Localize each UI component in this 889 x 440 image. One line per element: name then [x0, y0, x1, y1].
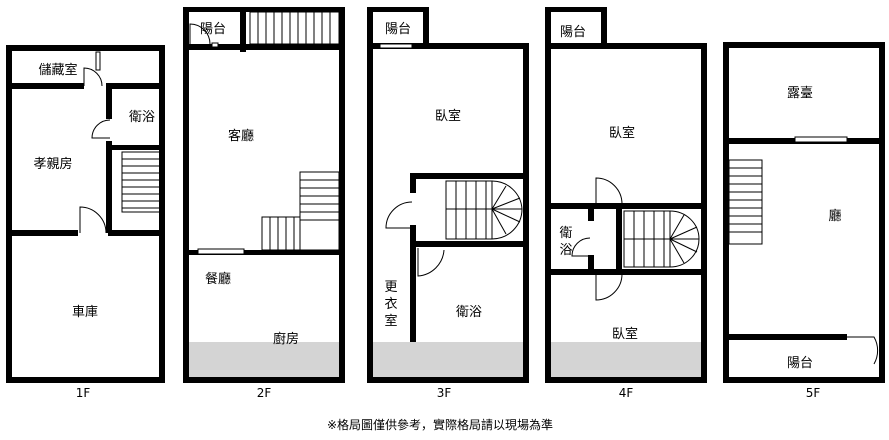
floor-1f: 儲藏室 衛浴 孝親房 車庫 1F — [6, 45, 165, 400]
room-closet-char-3: 室 — [384, 313, 397, 329]
room-bath: 衛浴 — [129, 110, 155, 125]
room-closet-char-1: 更 — [384, 280, 397, 295]
floor-label: 1F — [76, 386, 91, 400]
room-closet-char-2: 衣 — [384, 296, 397, 312]
footnote: ※格局圖僅供參考，實際格局請以現場為準 — [327, 417, 553, 432]
floor-2f: 陽台 客廳 餐廳 廚房 2F — [183, 7, 345, 400]
floor-4f: 陽台 臥室 衛 浴 臥室 4F — [545, 7, 707, 400]
room-storage: 儲藏室 — [38, 62, 77, 78]
room-bath-char-1: 衛 — [559, 226, 572, 241]
room-bedroom-bottom: 臥室 — [612, 326, 638, 342]
room-bedroom: 臥室 — [435, 108, 461, 124]
room-terrace: 露臺 — [787, 86, 813, 101]
floor-label: 4F — [619, 386, 634, 400]
floor-3f: 陽台 臥室 更 衣 室 衛浴 3F — [367, 7, 529, 400]
room-bedroom-top: 臥室 — [609, 125, 635, 141]
room-bath-char-2: 浴 — [559, 243, 572, 258]
floor-5f: 露臺 廳 陽台 5F — [723, 42, 885, 400]
room-balcony: 陽台 — [200, 22, 226, 37]
room-balcony: 陽台 — [385, 22, 411, 37]
room-balcony: 陽台 — [560, 25, 586, 40]
room-bath: 衛浴 — [456, 305, 482, 320]
room-bedroom: 孝親房 — [33, 156, 72, 172]
floor-label: 2F — [257, 386, 272, 400]
floor-label: 5F — [806, 386, 821, 400]
room-garage: 車庫 — [72, 305, 98, 320]
room-dining: 餐廳 — [205, 271, 231, 287]
floor-label: 3F — [437, 386, 452, 400]
room-balcony: 陽台 — [787, 356, 813, 371]
room-living: 客廳 — [228, 128, 254, 144]
room-kitchen: 廚房 — [273, 331, 299, 347]
room-hall: 廳 — [828, 208, 841, 224]
